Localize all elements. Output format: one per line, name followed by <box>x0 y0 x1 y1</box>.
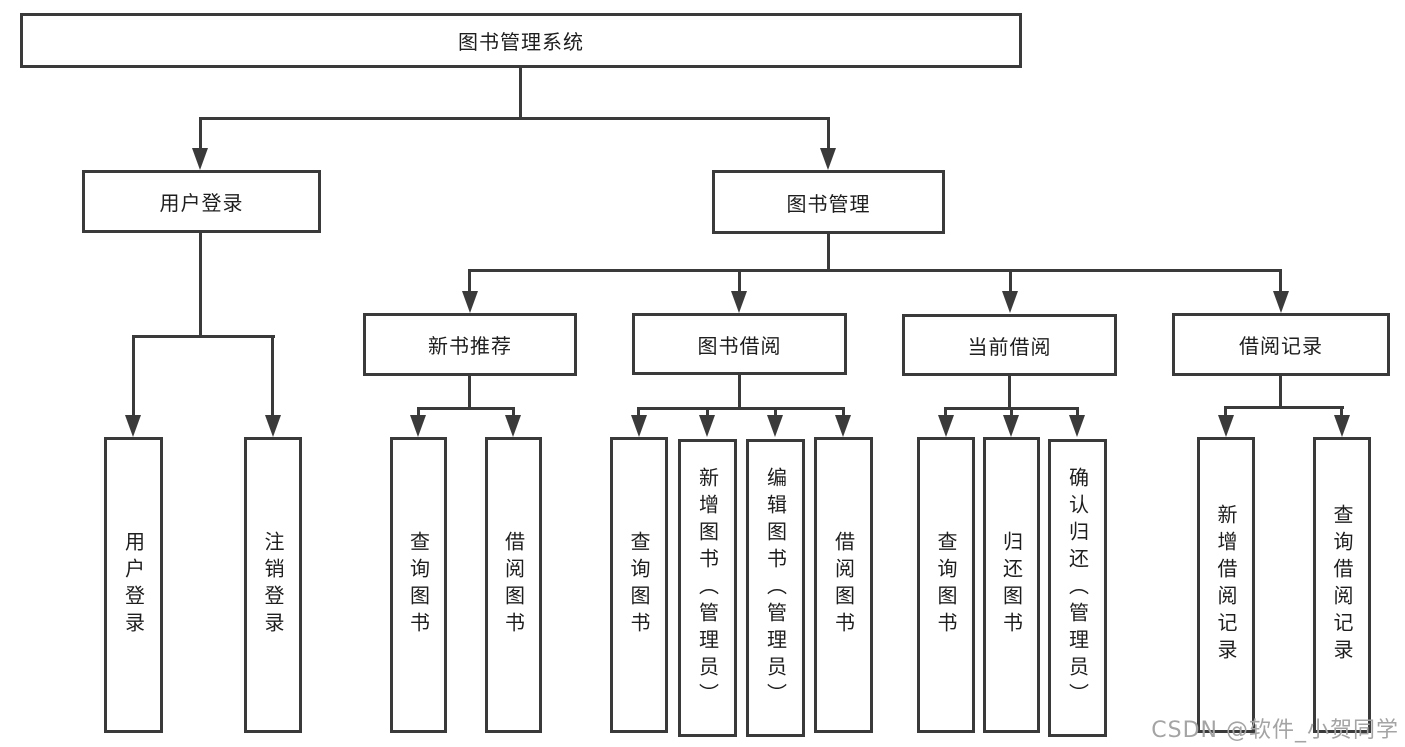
edge-current-borrow-stub <box>1008 376 1011 408</box>
node-current-borrowing: 当前借阅 <box>902 314 1117 376</box>
node-book-management: 图书管理 <box>712 170 945 234</box>
node-book-borrowing: 图书借阅 <box>632 313 847 375</box>
arrowhead-c1 <box>631 415 647 437</box>
edge-drop-c4 <box>842 407 845 415</box>
node-new-book-recommend: 新书推荐 <box>363 313 577 376</box>
arrowhead-book-borrow <box>731 291 747 313</box>
edge-split-book-borrow <box>637 407 845 410</box>
arrowhead-d3 <box>1069 415 1085 437</box>
leaf-query-books-c: 查询图书 <box>610 437 668 733</box>
arrowhead-current-borrow <box>1002 291 1018 313</box>
arrowhead-new-book <box>462 291 478 313</box>
leaf-return-books: 归还图书 <box>983 437 1040 733</box>
edge-user-login-stub <box>199 233 202 337</box>
edge-drop-c2 <box>706 407 709 415</box>
edge-split-borrow-records <box>1224 406 1344 409</box>
edge-drop-c3 <box>774 407 777 415</box>
arrowhead-e2 <box>1334 415 1350 437</box>
edge-drop-c1 <box>637 407 640 415</box>
edge-split-level2 <box>199 117 830 120</box>
leaf-add-borrow-record: 新增借阅记录 <box>1197 437 1255 733</box>
edge-split-level3 <box>468 269 1282 272</box>
arrowhead-logout-leaf <box>265 415 281 437</box>
leaf-edit-books-admin: 编辑图书（管理员） <box>746 439 805 737</box>
edge-drop-logout-leaf <box>271 335 274 415</box>
arrowhead-book-mgmt <box>820 148 836 170</box>
watermark: CSDN @软件_小贺同学 <box>1151 718 1399 743</box>
node-root-system: 图书管理系统 <box>20 13 1022 68</box>
edge-drop-b2 <box>512 407 515 415</box>
arrowhead-login-leaf <box>125 415 141 437</box>
leaf-add-books-admin: 新增图书（管理员） <box>678 439 737 737</box>
edge-book-mgmt-stub <box>827 234 830 270</box>
edge-new-book-stub <box>468 376 471 408</box>
edge-drop-d1 <box>944 407 947 415</box>
arrowhead-c2 <box>699 415 715 437</box>
edge-split-user-login <box>132 335 275 338</box>
node-borrow-records: 借阅记录 <box>1172 313 1390 376</box>
edge-drop-book-mgmt <box>827 117 830 148</box>
leaf-query-books-d: 查询图书 <box>917 437 975 733</box>
edge-drop-borrow-records <box>1279 269 1282 291</box>
arrowhead-e1 <box>1218 415 1234 437</box>
edge-root-stub <box>519 68 522 118</box>
leaf-borrow-books-b: 借阅图书 <box>485 437 542 733</box>
edge-drop-d3 <box>1076 407 1079 415</box>
edge-drop-user-login <box>199 117 202 148</box>
leaf-query-books-b: 查询图书 <box>390 437 447 733</box>
edge-drop-new-book <box>468 269 471 291</box>
leaf-confirm-return-admin: 确认归还（管理员） <box>1048 439 1107 737</box>
arrowhead-user-login <box>192 148 208 170</box>
edge-drop-d2 <box>1010 407 1013 415</box>
node-user-login: 用户登录 <box>82 170 321 233</box>
arrowhead-c3 <box>767 415 783 437</box>
leaf-query-borrow-record: 查询借阅记录 <box>1313 437 1371 733</box>
arrowhead-c4 <box>835 415 851 437</box>
leaf-logout: 注销登录 <box>244 437 302 733</box>
edge-drop-book-borrow <box>738 269 741 291</box>
edge-drop-b1 <box>417 407 420 415</box>
edge-drop-e2 <box>1340 406 1343 415</box>
leaf-user-login: 用户登录 <box>104 437 163 733</box>
arrowhead-d1 <box>938 415 954 437</box>
arrowhead-b1 <box>410 415 426 437</box>
edge-split-new-book <box>417 407 515 410</box>
arrowhead-b2 <box>505 415 521 437</box>
edge-book-borrow-stub <box>738 375 741 408</box>
edge-borrow-records-stub <box>1279 376 1282 407</box>
arrowhead-d2 <box>1003 415 1019 437</box>
edge-drop-login-leaf <box>132 335 135 415</box>
edge-drop-current-borrow <box>1009 269 1012 291</box>
leaf-borrow-books-c: 借阅图书 <box>814 437 873 733</box>
arrowhead-borrow-records <box>1273 291 1289 313</box>
edge-drop-e1 <box>1224 406 1227 415</box>
